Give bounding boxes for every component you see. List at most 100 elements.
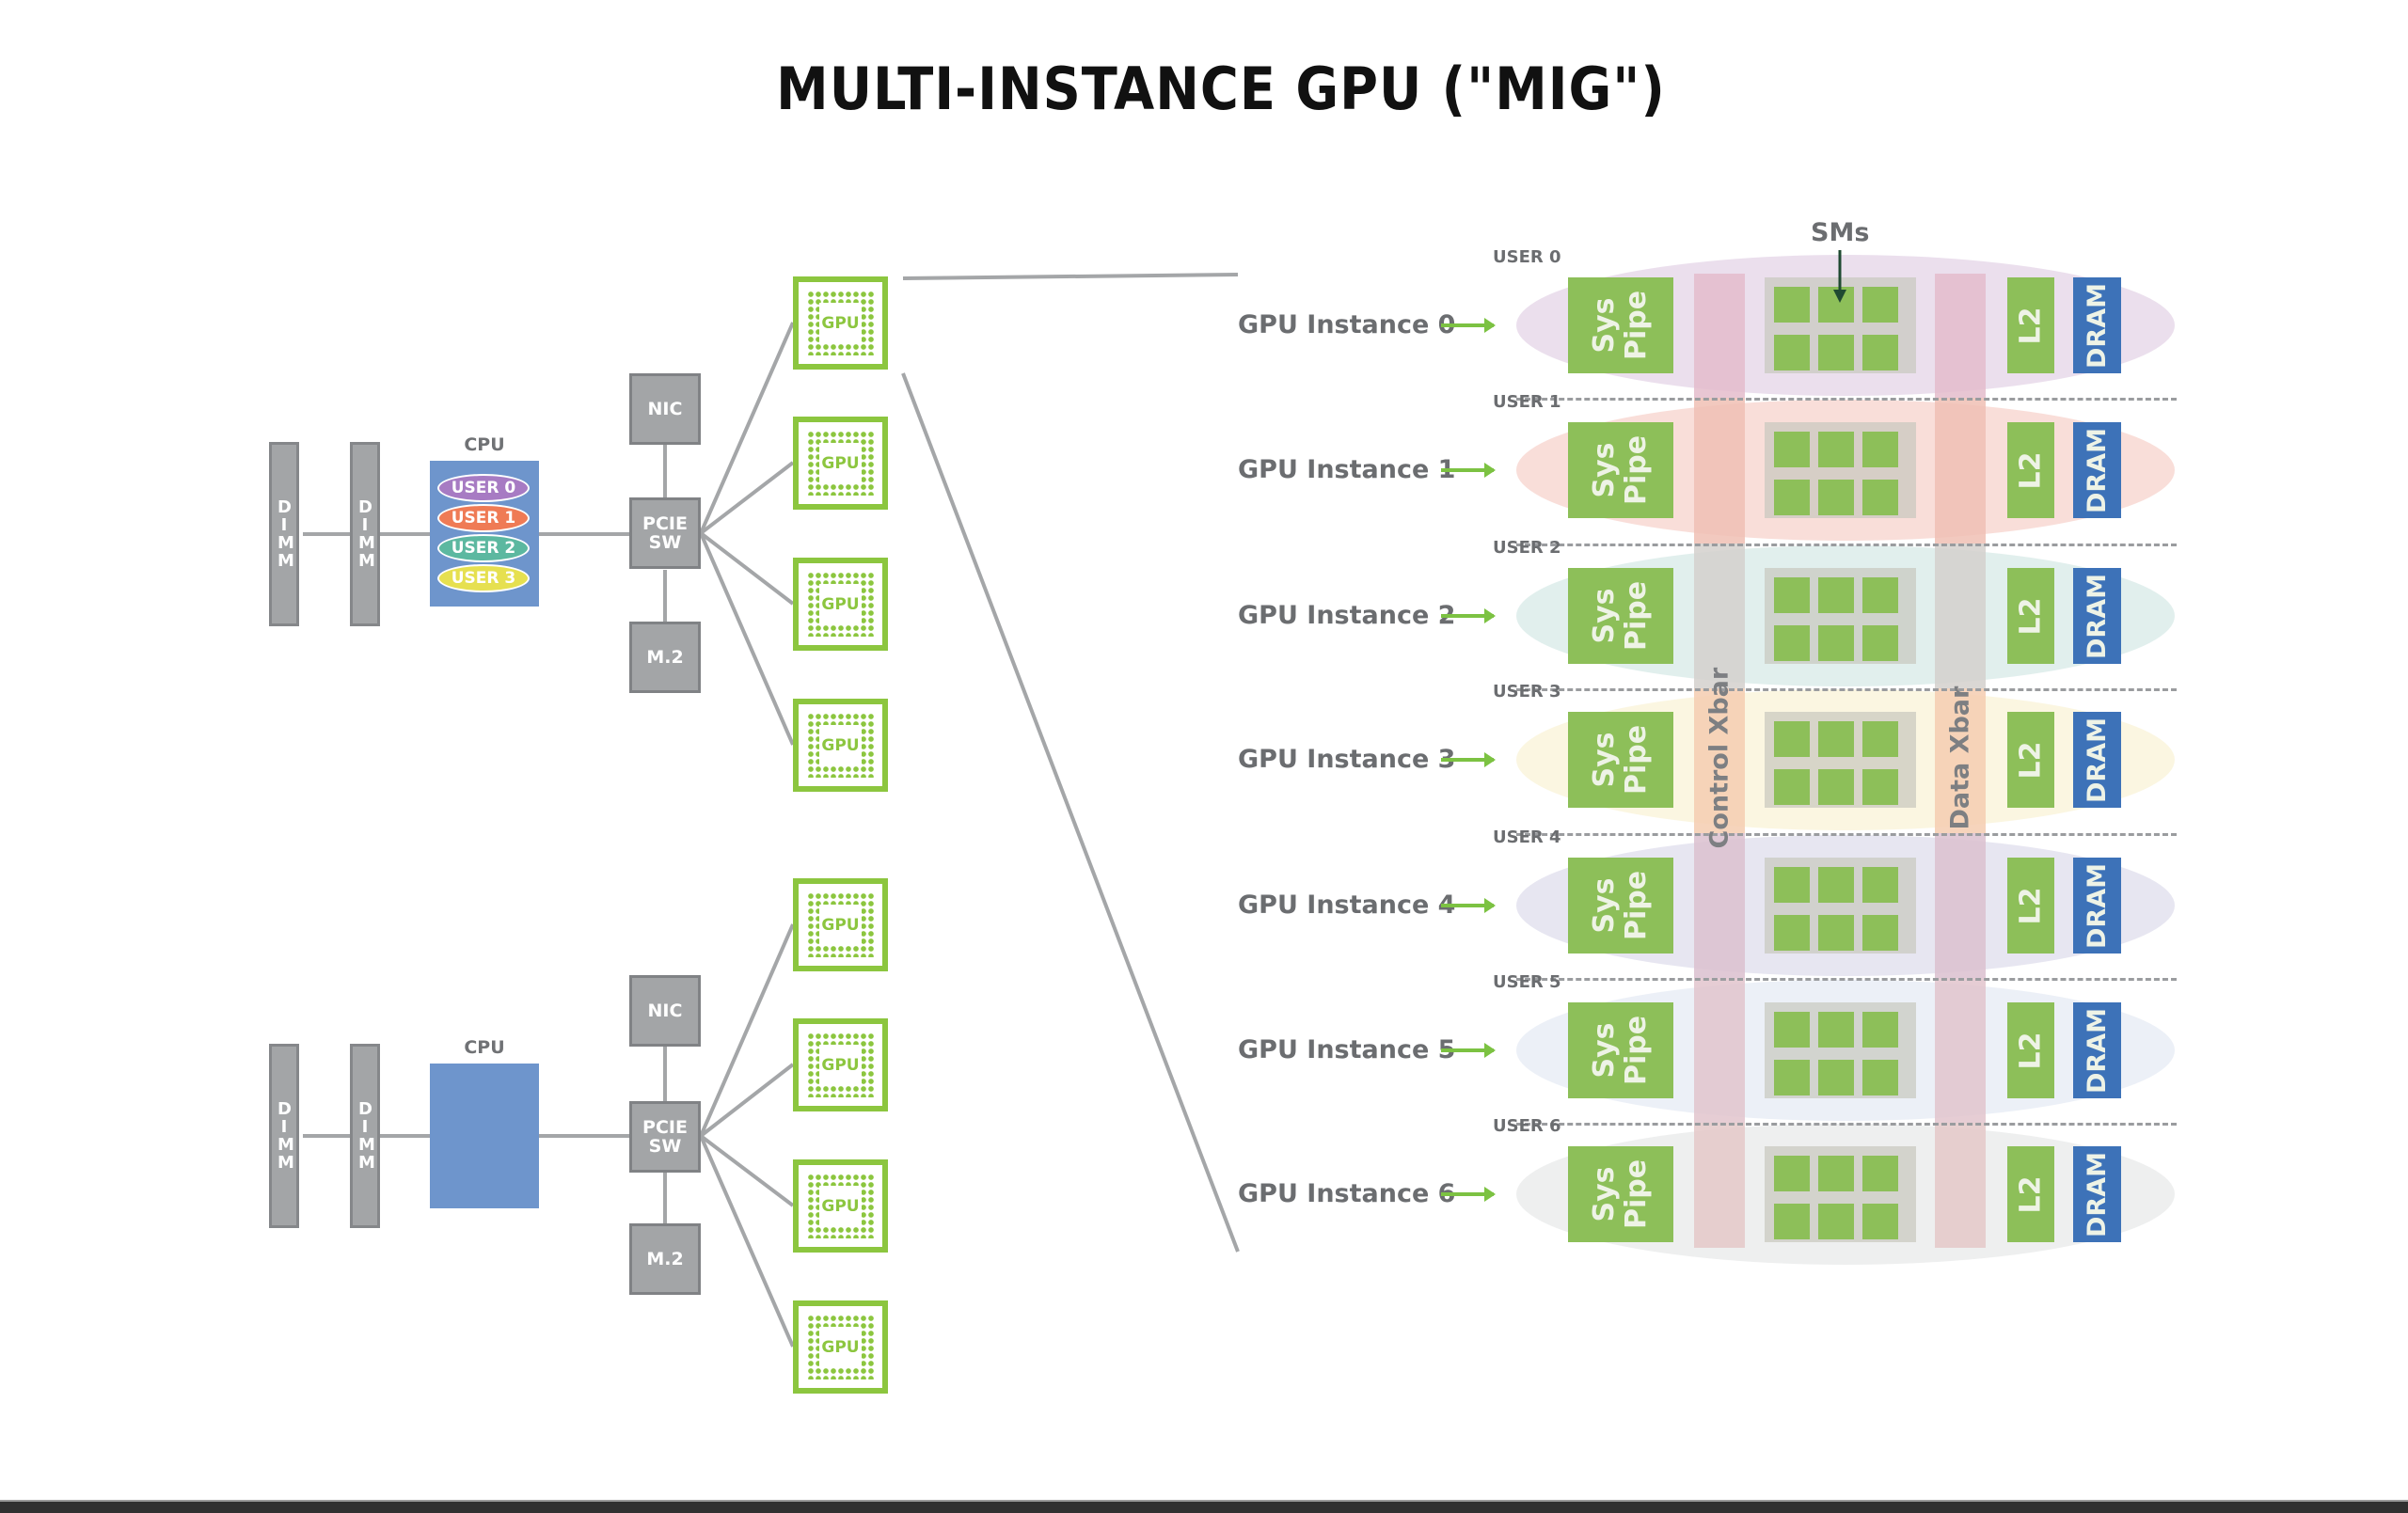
user-label: USER 0 [1493, 247, 1561, 267]
data-xbar-segment [1935, 1122, 1986, 1248]
sm-block [1818, 1060, 1854, 1095]
dimm-label: DIMM [358, 1099, 375, 1173]
gpu-label: GPU [819, 443, 862, 483]
sm-block [1862, 769, 1898, 805]
dimm-label: DIMM [358, 497, 375, 571]
user-label: USER 3 [1493, 682, 1561, 701]
sm-block [1862, 1012, 1898, 1048]
sm-block [1818, 769, 1854, 805]
sys-pipe-label: Sys Pipe [1588, 870, 1653, 941]
sms-arrow-icon [1833, 250, 1846, 303]
data-xbar-segment [1935, 398, 1986, 544]
instance-separator [1516, 688, 2177, 691]
dram-label: DRAM [2083, 427, 2112, 513]
sm-block [1818, 577, 1854, 613]
sm-block [1818, 480, 1854, 515]
sm-block [1862, 867, 1898, 903]
gpu-link [699, 461, 795, 535]
arrow-right-icon [1441, 463, 1496, 478]
sm-block [1818, 625, 1854, 661]
sm-block [1774, 1156, 1810, 1191]
sm-block [1862, 915, 1898, 951]
sys-pipe-block: Sys Pipe [1568, 858, 1673, 954]
sm-grid [1765, 858, 1916, 954]
gpu-instance-label: GPU Instance 2 [1238, 601, 1456, 630]
gpu-link [699, 531, 795, 606]
gpu-link [699, 532, 795, 746]
dram-label: DRAM [2083, 1151, 2112, 1237]
sm-block [1774, 1012, 1810, 1048]
sm-block [1774, 867, 1810, 903]
zoom-line-top [902, 273, 1239, 280]
gpu-instance-label: GPU Instance 5 [1238, 1035, 1456, 1064]
gpu-instance-label: GPU Instance 6 [1238, 1179, 1456, 1208]
sm-block [1862, 480, 1898, 515]
user-label: USER 6 [1493, 1116, 1561, 1136]
instance-separator [1516, 978, 2177, 981]
sm-block [1774, 480, 1810, 515]
gpu-chip-icon: GPU [793, 699, 888, 792]
gpu-label: GPU [819, 584, 862, 624]
dram-label: DRAM [2083, 862, 2112, 949]
gpu-link [699, 1063, 795, 1138]
dimm-module: DIMM [269, 442, 299, 626]
sm-block [1862, 625, 1898, 661]
dram-block: DRAM [2073, 1002, 2121, 1098]
gpu-label: GPU [819, 905, 862, 945]
sms-label: SMs [1811, 218, 1870, 247]
sys-pipe-label: Sys Pipe [1588, 580, 1653, 652]
dram-label: DRAM [2083, 717, 2112, 803]
sm-grid [1765, 422, 1916, 518]
gpu-label: GPU [819, 725, 862, 765]
control-xbar-segment [1694, 1122, 1745, 1248]
cpu-user-pill: USER 2 [437, 534, 530, 562]
sm-block [1774, 335, 1810, 370]
pcie-switch-block: PCIE SW [629, 1101, 701, 1173]
cpu-user-pill: USER 1 [437, 504, 530, 532]
data-xbar-segment [1935, 543, 1986, 688]
cpu-block: USER 0 USER 1 USER 2 USER 3 [430, 461, 539, 607]
instance-separator [1516, 1123, 2177, 1126]
l2-label: L2 [2014, 1032, 2048, 1069]
sm-grid [1765, 1002, 1916, 1098]
sm-block [1862, 1156, 1898, 1191]
l2-block: L2 [2007, 1146, 2054, 1242]
control-xbar-segment [1694, 687, 1745, 833]
bottom-bar [0, 1500, 2408, 1513]
arrow-right-icon [1441, 898, 1496, 913]
gpu-chip-icon: GPU [793, 558, 888, 651]
gpu-link [699, 322, 795, 534]
sm-block [1818, 432, 1854, 467]
dimm-module: DIMM [350, 442, 380, 626]
sys-pipe-block: Sys Pipe [1568, 422, 1673, 518]
dimm-module: DIMM [350, 1044, 380, 1228]
sys-pipe-label: Sys Pipe [1588, 290, 1653, 361]
sm-block [1818, 721, 1854, 757]
control-xbar-segment [1694, 543, 1745, 688]
sm-block [1818, 915, 1854, 951]
page-title: MULTI-INSTANCE GPU ("MIG") [776, 55, 1666, 123]
m2-block: M.2 [629, 622, 701, 693]
data-xbar-segment [1935, 274, 1986, 398]
l2-label: L2 [2014, 597, 2048, 635]
zoom-line-bottom [901, 372, 1240, 1253]
sm-block [1862, 1204, 1898, 1239]
cpu-label: CPU [464, 434, 505, 455]
control-xbar-segment [1694, 978, 1745, 1123]
sm-grid [1765, 277, 1916, 373]
dram-label: DRAM [2083, 573, 2112, 659]
gpu-instance-label: GPU Instance 4 [1238, 890, 1456, 920]
dram-block: DRAM [2073, 568, 2121, 664]
gpu-label: GPU [819, 1045, 862, 1085]
gpu-link [699, 1135, 795, 1348]
data-xbar-label: Data Xbar [1945, 686, 1975, 830]
sm-block [1818, 867, 1854, 903]
user-label: USER 1 [1493, 392, 1561, 412]
gpu-chip-icon: GPU [793, 1018, 888, 1111]
pcie-switch-block: PCIE SW [629, 497, 701, 569]
dram-label: DRAM [2083, 282, 2112, 369]
sm-block [1862, 432, 1898, 467]
dram-block: DRAM [2073, 422, 2121, 518]
sys-pipe-block: Sys Pipe [1568, 568, 1673, 664]
sys-pipe-block: Sys Pipe [1568, 712, 1673, 808]
